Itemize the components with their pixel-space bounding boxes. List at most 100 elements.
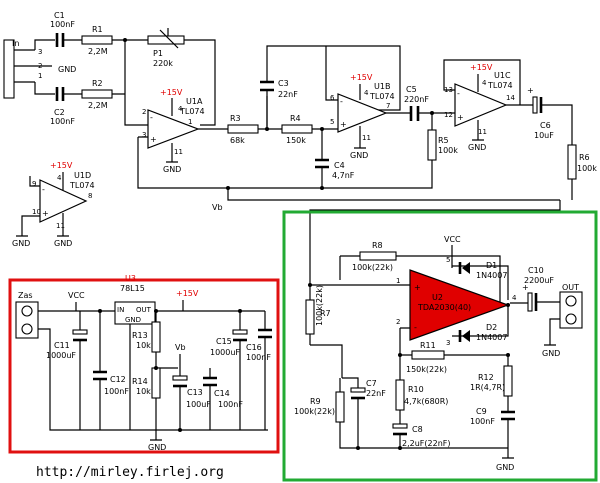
svg-text:R13: R13: [132, 331, 148, 340]
svg-text:4: 4: [178, 105, 183, 113]
svg-text:GND: GND: [54, 239, 72, 248]
svg-text:100nF: 100nF: [218, 400, 243, 409]
svg-text:R7: R7: [320, 309, 331, 318]
capacitor-c15: C15 1000uF: [210, 311, 248, 430]
svg-text:C12: C12: [110, 375, 126, 384]
input-gnd-label: GND: [58, 65, 76, 74]
resistor-r3: R3 68k: [227, 114, 259, 145]
svg-text:+: +: [414, 283, 421, 292]
svg-text:GND: GND: [496, 463, 514, 472]
resistor-r7: R7 100k(22k): [305, 285, 331, 335]
svg-text:+: +: [457, 113, 464, 122]
svg-text:VCC: VCC: [444, 235, 461, 244]
svg-text:+: +: [340, 120, 347, 129]
svg-text:2200uF: 2200uF: [524, 276, 554, 285]
capacitor-c16: C16 100nF: [246, 311, 272, 430]
svg-text:4: 4: [512, 294, 517, 302]
svg-text:R4: R4: [290, 114, 301, 123]
svg-text:TL074: TL074: [369, 92, 395, 101]
amplifier-u2: + - U2 TDA2030(40) 1 2 5 3 4: [396, 256, 517, 347]
svg-text:C11: C11: [54, 341, 70, 350]
svg-text:100uF: 100uF: [186, 400, 211, 409]
svg-text:150k: 150k: [286, 136, 306, 145]
svg-text:100k: 100k: [438, 146, 458, 155]
vb-label: Vb: [212, 203, 223, 212]
svg-text:C2: C2: [54, 108, 65, 117]
svg-text:+: +: [42, 209, 49, 218]
svg-text:11: 11: [362, 134, 371, 142]
svg-text:-: -: [150, 113, 153, 122]
svg-text:GND: GND: [12, 239, 30, 248]
svg-text:U1B: U1B: [374, 82, 390, 91]
svg-text:TL074: TL074: [179, 107, 205, 116]
svg-text:R9: R9: [310, 397, 321, 406]
resistor-r14: R14 10k: [132, 367, 161, 430]
svg-text:100k(22k): 100k(22k): [352, 263, 393, 272]
svg-text:VCC: VCC: [68, 291, 85, 300]
diode-d1: D1 1N4007: [458, 261, 507, 280]
svg-text:C1: C1: [54, 11, 65, 20]
resistor-r5: R5 100k: [228, 113, 458, 189]
svg-text:R3: R3: [230, 114, 241, 123]
svg-text:C8: C8: [412, 425, 423, 434]
opamp-u1d: - + 9 10 4 8 11 +15V U1D TL074 GND GND: [12, 161, 95, 248]
svg-text:D1: D1: [486, 261, 497, 270]
svg-text:1: 1: [396, 277, 400, 285]
footer-url: http://mirley.firlej.org: [36, 465, 224, 480]
input-connector: In 3 2 1 GND: [3, 39, 76, 99]
amplifier-box: [282, 210, 598, 482]
power-connector: Zas: [15, 291, 39, 339]
svg-text:2: 2: [142, 108, 146, 116]
capacitor-c7: C7 22nF: [342, 377, 386, 448]
resistor-r9: R9 100k(22k): [294, 378, 508, 449]
svg-text:12: 12: [444, 111, 453, 119]
svg-text:-: -: [457, 89, 460, 98]
svg-text:100k(22k): 100k(22k): [294, 407, 335, 416]
capacitor-c10: + C10 2200uF: [510, 266, 560, 312]
svg-text:U1D: U1D: [74, 171, 91, 180]
svg-text:6: 6: [330, 94, 335, 102]
svg-text:R2: R2: [92, 79, 103, 88]
svg-text:+15V: +15V: [176, 289, 199, 298]
capacitor-c5: C5 220nF: [404, 85, 455, 121]
svg-text:R14: R14: [132, 377, 148, 386]
svg-text:GND: GND: [468, 143, 486, 152]
svg-text:2,2M: 2,2M: [88, 101, 108, 110]
svg-text:+15V: +15V: [50, 161, 73, 170]
svg-text:5: 5: [446, 256, 450, 264]
svg-text:Zas: Zas: [18, 291, 33, 300]
svg-text:C3: C3: [278, 79, 289, 88]
resistor-r2: R2 2,2M: [81, 79, 113, 110]
diode-d2: D2 1N4007: [452, 305, 509, 342]
svg-text:78L15: 78L15: [120, 284, 145, 293]
capacitor-c9: C9 100nF GND: [470, 396, 515, 472]
capacitor-c1: C1 100nF: [50, 11, 82, 47]
svg-text:R12: R12: [478, 373, 494, 382]
svg-text:4,7nF: 4,7nF: [332, 171, 355, 180]
svg-text:GND: GND: [350, 151, 368, 160]
svg-text:1000uF: 1000uF: [46, 351, 76, 360]
svg-text:11: 11: [478, 128, 487, 136]
opamp-u1c: - + 13 12 4 14 11 +15V U1C TL074 GND: [444, 63, 515, 152]
svg-text:3: 3: [446, 339, 450, 347]
capacitor-c6: + C6 10uF: [527, 86, 573, 145]
potentiometer-p1: P1 220k: [147, 28, 216, 126]
svg-text:1R(4,7R): 1R(4,7R): [470, 383, 505, 392]
svg-text:14: 14: [506, 94, 515, 102]
svg-text:10uF: 10uF: [534, 131, 554, 140]
capacitor-c11: C11 1000uF: [46, 311, 88, 430]
svg-text:R1: R1: [92, 25, 103, 34]
svg-text:100nF: 100nF: [50, 20, 75, 29]
opamp-u1a: - + 2 3 4 1 11 +15V U1A TL074 GND: [142, 88, 205, 174]
svg-text:-: -: [414, 323, 417, 332]
svg-text:10k: 10k: [136, 341, 151, 350]
capacitor-c14: C14 100nF: [203, 368, 243, 430]
regulator-u3: U3 78L15 IN OUT GND: [114, 274, 156, 325]
svg-text:22nF: 22nF: [278, 90, 298, 99]
junction-dots: [98, 38, 510, 450]
capacitor-c13: C13 100uF: [172, 368, 211, 430]
svg-text:1000uF: 1000uF: [210, 348, 240, 357]
svg-text:+15V: +15V: [350, 73, 373, 82]
svg-text:GND: GND: [148, 443, 166, 452]
